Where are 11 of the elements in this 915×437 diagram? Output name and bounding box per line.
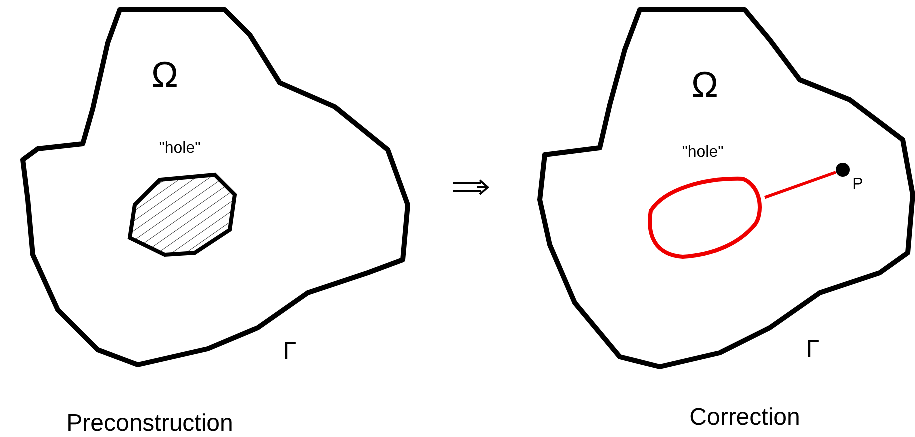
point-label: P [852, 177, 864, 193]
connector-line [764, 171, 836, 200]
implies-arrow [452, 180, 489, 196]
hole-label: "hole" [159, 141, 201, 157]
gamma-symbol: Γ [283, 340, 297, 364]
omega-symbol: Ω [692, 67, 718, 103]
gamma-symbol: Γ [806, 338, 820, 362]
panel-caption: Correction [690, 406, 800, 430]
panel-caption: Preconstruction [66, 412, 234, 436]
hole-label: "hole" [682, 145, 724, 161]
omega-symbol: Ω [152, 57, 178, 93]
